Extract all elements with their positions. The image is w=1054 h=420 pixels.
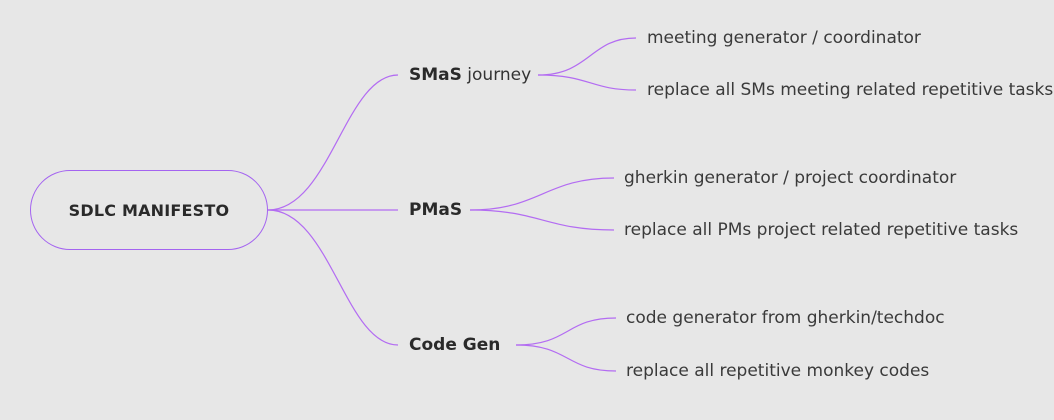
connector-root-codegen	[267, 209, 399, 346]
branch-smas-rest-label: journey	[461, 65, 532, 85]
connector-codegen-leaf-2	[515, 344, 617, 372]
connector-smas-leaf-1	[537, 37, 637, 76]
branch-smas-bold-label: SMaS	[409, 65, 462, 85]
branch-node-codegen[interactable]: Code Gen	[409, 335, 500, 355]
leaf-node-smas-2[interactable]: replace all SMs meeting related repetiti…	[647, 80, 1053, 100]
leaf-pmas-1-label: gherkin generator / project coordinator	[624, 168, 957, 188]
leaf-node-pmas-1[interactable]: gherkin generator / project coordinator	[624, 168, 956, 188]
leaf-pmas-2-label: replace all PMs project related repetiti…	[624, 220, 1019, 240]
branch-codegen-bold-label: Code Gen	[409, 335, 501, 355]
leaf-codegen-1-label: code generator from gherkin/techdoc	[626, 308, 945, 328]
leaf-node-pmas-2[interactable]: replace all PMs project related repetiti…	[624, 220, 1018, 240]
connector-smas-leaf-2	[537, 74, 637, 91]
connector-pmas-leaf-2	[469, 209, 615, 231]
leaf-smas-2-label: replace all SMs meeting related repetiti…	[647, 80, 1054, 100]
leaf-codegen-2-label: replace all repetitive monkey codes	[626, 361, 930, 381]
connector-pmas-leaf-1	[469, 177, 615, 211]
leaf-smas-1-label: meeting generator / coordinator	[647, 28, 921, 48]
leaf-node-smas-1[interactable]: meeting generator / coordinator	[647, 28, 921, 48]
leaf-node-codegen-2[interactable]: replace all repetitive monkey codes	[626, 361, 929, 381]
leaf-node-codegen-1[interactable]: code generator from gherkin/techdoc	[626, 308, 945, 328]
connector-root-smas	[267, 74, 399, 211]
branch-node-smas[interactable]: SMaS journey	[409, 65, 531, 85]
root-node-label: SDLC MANIFESTO	[68, 200, 230, 220]
connector-codegen-leaf-1	[515, 317, 617, 346]
branch-node-pmas[interactable]: PMaS	[409, 200, 462, 220]
root-node[interactable]: SDLC MANIFESTO	[30, 170, 268, 250]
branch-pmas-bold-label: PMaS	[409, 200, 463, 220]
